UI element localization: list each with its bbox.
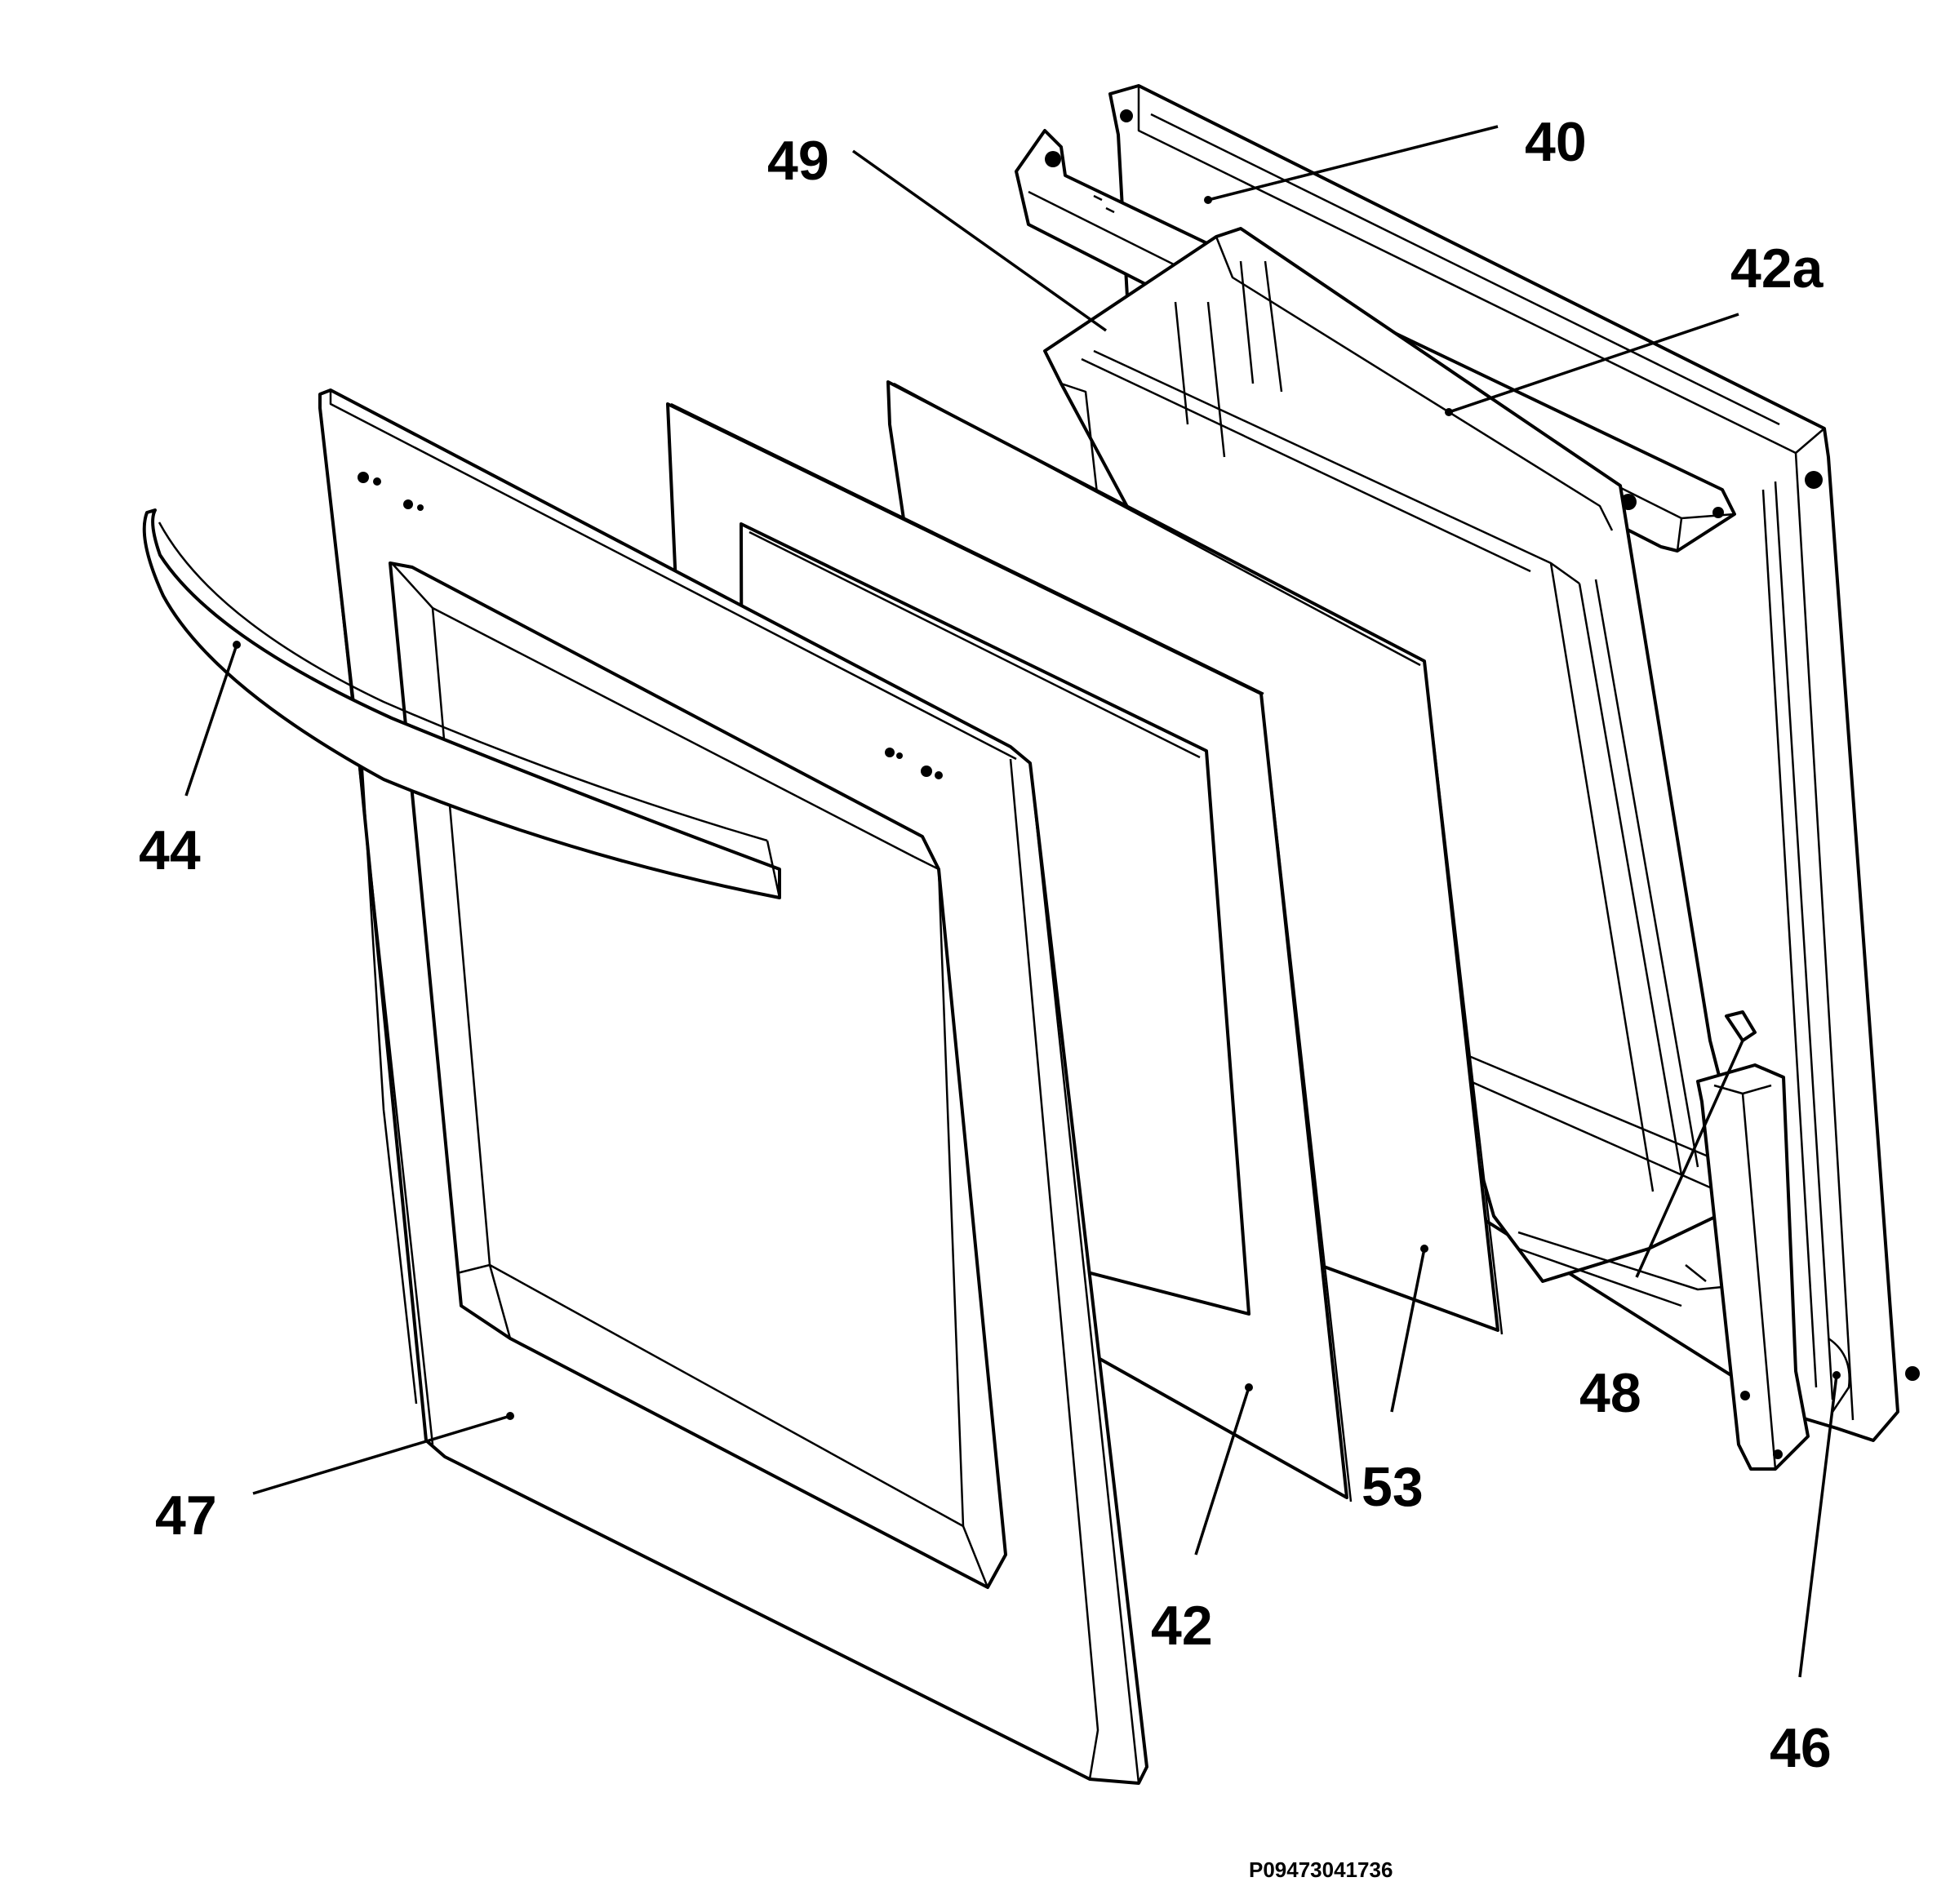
callout-48: 48 (1579, 1362, 1641, 1424)
part-46-hinge (1696, 1063, 1850, 1471)
callout-40: 40 (1525, 111, 1587, 173)
drawing-code: P09473041736 (1249, 1857, 1393, 1882)
callout-49: 49 (767, 130, 829, 192)
part-44-handle (142, 508, 781, 899)
part-47-front-panel (318, 388, 1148, 1785)
callout-44: 44 (139, 819, 201, 881)
callout-42: 42 (1151, 1595, 1213, 1657)
callout-42a: 42a (1730, 237, 1824, 300)
callout-46: 46 (1770, 1717, 1832, 1779)
part-48-clip (1725, 1010, 1757, 1042)
leader-lines (184, 125, 1841, 1678)
callout-47: 47 (155, 1485, 217, 1547)
callout-53: 53 (1362, 1456, 1424, 1518)
